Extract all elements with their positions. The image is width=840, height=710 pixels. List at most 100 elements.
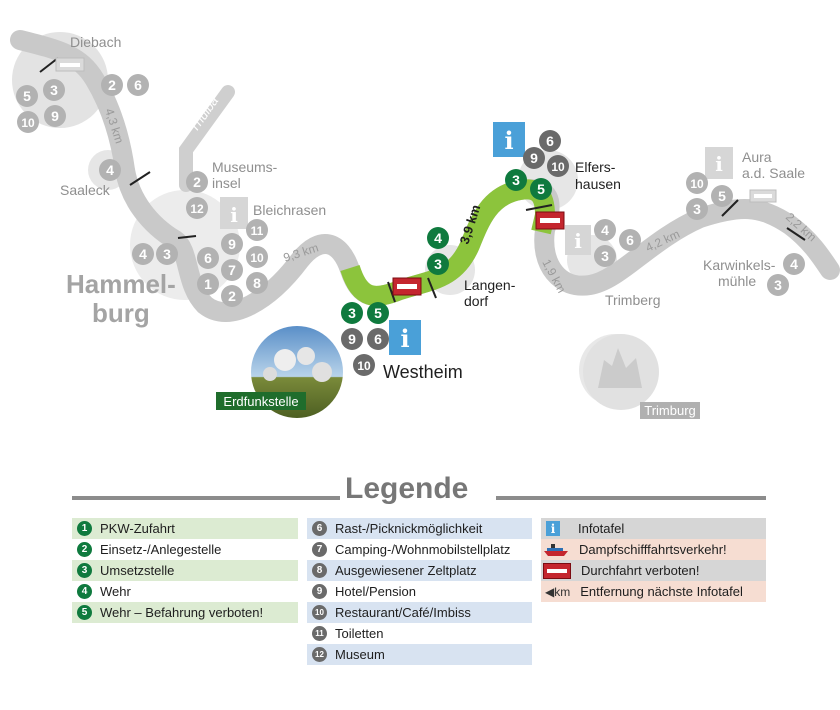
legend-item-label: Wehr – Befahrung verboten! xyxy=(100,605,264,620)
legend-item-label: Durchfahrt verboten! xyxy=(581,563,700,578)
marker-gray-icon: 8 xyxy=(312,563,327,578)
place-label-aura-2: a.d. Saale xyxy=(742,165,805,181)
legend-title: Legende xyxy=(345,472,469,505)
marker-gray: 3 xyxy=(43,79,65,101)
legend-item-label: Rast-/Picknickmöglichkeit xyxy=(335,521,483,536)
legend-item: 7 Camping-/Wohnmobilstellplatz xyxy=(307,539,532,560)
info-boards: i i i i i xyxy=(220,122,733,355)
marker-gray: 2 xyxy=(101,74,123,96)
svg-text:i: i xyxy=(574,229,582,253)
no-entry-sign-icon xyxy=(543,562,571,579)
marker-dark: 10 xyxy=(353,354,375,376)
marker-green: 3 xyxy=(427,253,449,275)
place-label-trimburg: Trimburg xyxy=(644,403,696,418)
svg-text:6: 6 xyxy=(626,232,634,248)
legend-item: Durchfahrt verboten! xyxy=(541,560,766,581)
erdfunkstelle-label-box xyxy=(216,392,306,410)
legend-item-label: Camping-/Wohnmobilstellplatz xyxy=(335,542,511,557)
svg-text:2: 2 xyxy=(108,77,116,93)
river-map: i i i i i 2 6 5 3 10 9 4 2 12 11 9 10 4 xyxy=(10,30,840,419)
marker-gray: 2 xyxy=(221,285,243,307)
marker-gray: 6 xyxy=(197,247,219,269)
info-icon xyxy=(565,225,591,255)
marker-gray: 10 xyxy=(246,246,268,268)
svg-text:3: 3 xyxy=(601,248,609,264)
svg-text:i: i xyxy=(504,126,513,155)
place-label-museumsinsel-2: insel xyxy=(212,175,241,191)
svg-text:3: 3 xyxy=(50,82,58,98)
svg-text:3: 3 xyxy=(774,277,782,293)
legend-item: 12 Museum xyxy=(307,644,532,665)
marker-dark: 9 xyxy=(341,328,363,350)
info-icon xyxy=(220,197,248,229)
svg-text:4: 4 xyxy=(790,256,798,272)
svg-text:i: i xyxy=(715,152,723,176)
marker-gray: 10 xyxy=(17,111,39,133)
marker-green-icon: 4 xyxy=(77,584,92,599)
info-icon xyxy=(705,147,733,179)
marker-gray: 6 xyxy=(127,74,149,96)
legend-item: ◀km Entfernung nächste Infotafel xyxy=(541,581,766,602)
legend-item-label: Infotafel xyxy=(578,521,625,536)
place-label-westheim: Westheim xyxy=(383,362,463,382)
marker-green: 5 xyxy=(530,178,552,200)
place-label-diebach: Diebach xyxy=(70,34,121,50)
marker-green-icon: 1 xyxy=(77,521,92,536)
svg-text:4: 4 xyxy=(601,222,609,238)
marker-gray: 6 xyxy=(619,229,641,251)
marker-green: 3 xyxy=(341,302,363,324)
marker-gray: 7 xyxy=(221,259,243,281)
legend-item-label: Museum xyxy=(335,647,385,662)
place-label-erdfunkstelle: Erdfunkstelle xyxy=(223,394,298,409)
svg-text:9: 9 xyxy=(51,108,59,124)
svg-text:4: 4 xyxy=(106,162,114,178)
marker-gray: 4 xyxy=(783,253,805,275)
place-label-langendorf: Langen- xyxy=(464,277,516,293)
legend-item-label: Ausgewiesener Zeltplatz xyxy=(335,563,477,578)
svg-text:10: 10 xyxy=(250,251,264,265)
legend-item: Dampfschifffahrtsverkehr! xyxy=(541,539,766,560)
marker-gray: 5 xyxy=(711,185,733,207)
legend-item: 1 PKW-Zufahrt xyxy=(72,518,298,539)
legend-item: 9 Hotel/Pension xyxy=(307,581,532,602)
svg-text:3: 3 xyxy=(348,305,356,321)
info-icon xyxy=(389,320,421,355)
marker-green-icon: 2 xyxy=(77,542,92,557)
svg-text:4: 4 xyxy=(434,230,442,246)
marker-gray: 3 xyxy=(686,198,708,220)
svg-text:9: 9 xyxy=(228,236,236,252)
svg-text:6: 6 xyxy=(134,77,142,93)
marker-gray: 4 xyxy=(594,219,616,241)
svg-text:8: 8 xyxy=(253,275,261,291)
legend-item-label: Hotel/Pension xyxy=(335,584,416,599)
marker-dark: 6 xyxy=(367,328,389,350)
legend-item: 8 Ausgewiesener Zeltplatz xyxy=(307,560,532,581)
trimburg-photo: Trimburg xyxy=(583,334,700,419)
legend-item-label: Einsetz-/Anlegestelle xyxy=(100,542,222,557)
place-label-hammelburg-2: burg xyxy=(92,298,150,328)
svg-text:7: 7 xyxy=(228,262,236,278)
svg-text:3: 3 xyxy=(512,172,520,188)
place-label-langendorf-2: dorf xyxy=(464,293,488,309)
marker-gray-icon: 7 xyxy=(312,542,327,557)
place-label-aura: Aura xyxy=(742,149,772,165)
legend-item: i Infotafel xyxy=(541,518,766,539)
no-entry-signs xyxy=(55,57,777,296)
legend-item: 2 Einsetz-/Anlegestelle xyxy=(72,539,298,560)
distance-arrow-icon: ◀km xyxy=(545,584,571,599)
svg-text:10: 10 xyxy=(551,160,565,174)
marker-dark: 10 xyxy=(547,155,569,177)
marker-dark: 6 xyxy=(539,130,561,152)
marker-gray: 12 xyxy=(186,197,208,219)
marker-gray: 2 xyxy=(186,171,208,193)
place-label-elfershausen-2: hausen xyxy=(575,176,621,192)
marker-gray-icon: 9 xyxy=(312,584,327,599)
legend-divider-left xyxy=(72,496,340,500)
place-label-bleichrasen: Bleichrasen xyxy=(253,202,326,218)
marker-gray: 9 xyxy=(221,233,243,255)
markers: 2 6 5 3 10 9 4 2 12 11 9 10 4 3 6 7 8 1 … xyxy=(16,74,805,376)
marker-gray: 3 xyxy=(156,243,178,265)
legend-item-label: Umsetzstelle xyxy=(100,563,175,578)
marker-gray: 8 xyxy=(246,272,268,294)
marker-gray: 10 xyxy=(686,172,708,194)
